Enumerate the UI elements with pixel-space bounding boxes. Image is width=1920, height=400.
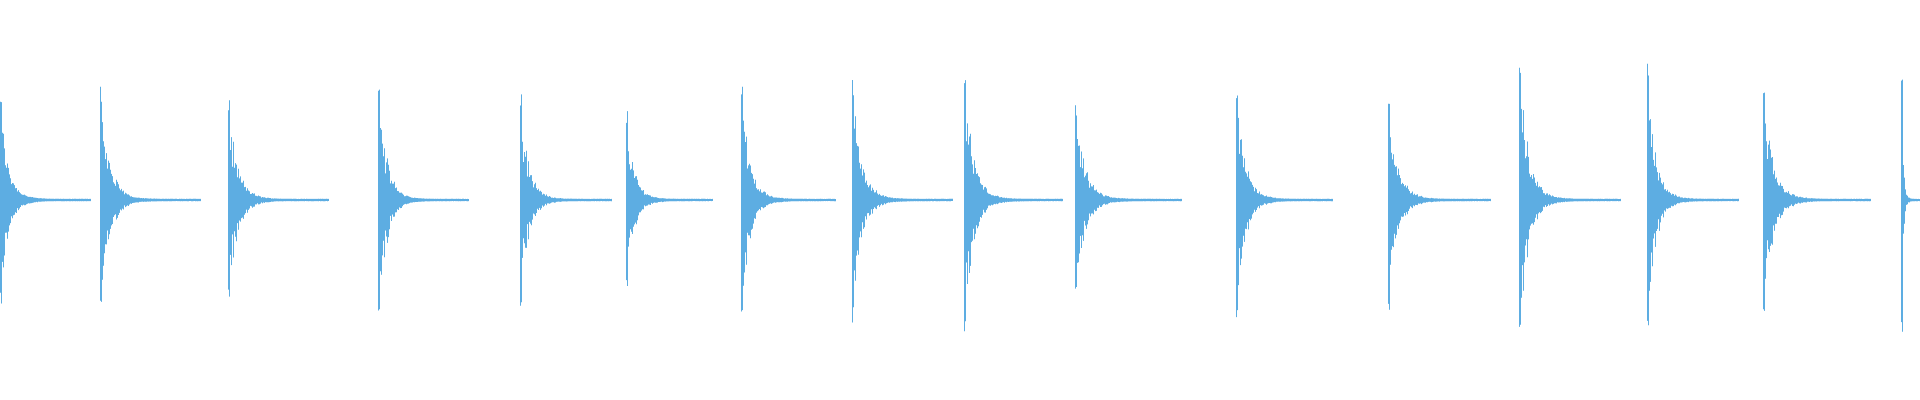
waveform-hit <box>1519 67 1621 327</box>
waveform-hit <box>626 111 713 286</box>
waveform-hit-envelope <box>100 86 201 302</box>
waveform-hit-envelope <box>378 89 469 311</box>
waveform-hits <box>0 63 1920 332</box>
waveform-hit-envelope <box>1519 67 1621 327</box>
waveform-hit <box>378 89 469 311</box>
waveform-hit-envelope <box>741 86 836 312</box>
waveform-hit-envelope <box>1388 103 1491 310</box>
waveform-hit-envelope <box>852 80 953 323</box>
waveform-hit <box>1901 79 1920 332</box>
waveform-hit-envelope <box>228 100 329 297</box>
waveform-hit-envelope <box>626 111 713 286</box>
waveform-hit <box>852 80 953 323</box>
waveform-hit-envelope <box>1647 63 1739 326</box>
waveform-hit <box>1236 95 1333 318</box>
waveform-hit <box>1763 92 1871 311</box>
waveform-hit-envelope <box>1901 79 1920 332</box>
waveform-hit-envelope <box>0 101 91 304</box>
waveform-hit-envelope <box>1075 105 1182 289</box>
waveform-hit <box>520 94 612 306</box>
waveform-hit <box>741 86 836 312</box>
waveform-hit <box>100 86 201 302</box>
waveform-hit <box>1075 105 1182 289</box>
waveform-hit-envelope <box>1763 92 1871 311</box>
waveform-hit-envelope <box>964 80 1063 332</box>
waveform-hit-envelope <box>520 94 612 306</box>
waveform-hit <box>1388 103 1491 310</box>
waveform-hit <box>1647 63 1739 326</box>
waveform-hit <box>0 101 91 304</box>
waveform-hit <box>228 100 329 297</box>
waveform-hit-envelope <box>1236 95 1333 318</box>
waveform-hit <box>964 80 1063 332</box>
